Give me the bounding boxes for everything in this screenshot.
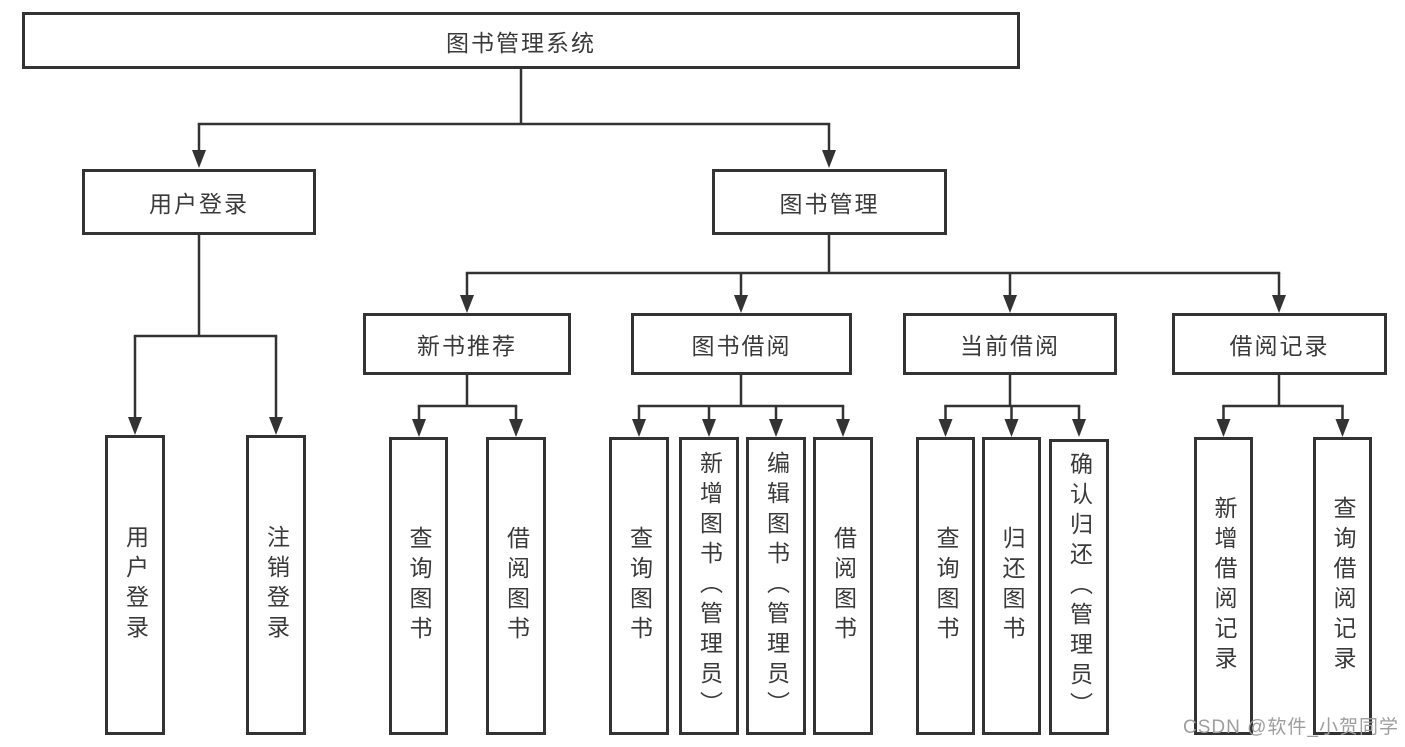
leaf-borrow-books-1: 借阅图书 <box>486 437 546 735</box>
leaf-borrow-books-2: 借阅图书 <box>813 437 873 735</box>
node-library-management-system: 图书管理系统 <box>22 12 1020 69</box>
node-book-borrowing: 图书借阅 <box>631 313 852 375</box>
leaf-return-books: 归还图书 <box>982 437 1041 735</box>
connector-userlogin-to-leaves <box>128 235 283 435</box>
connector-bookborrow-to-leaves <box>632 375 850 437</box>
leaf-logout: 注销登录 <box>246 435 306 735</box>
node-current-borrowing: 当前借阅 <box>903 313 1117 375</box>
connector-bookmgmt-to-level3 <box>460 235 1286 313</box>
node-book-management: 图书管理 <box>712 169 947 235</box>
leaf-query-books-1: 查询图书 <box>389 437 448 735</box>
connector-root-to-level2 <box>192 68 836 168</box>
leaf-query-books-2: 查询图书 <box>609 437 669 735</box>
connector-currentborrow-to-leaves <box>938 375 1086 437</box>
leaf-confirm-return-admin: 确认归还（管理员） <box>1049 439 1109 735</box>
node-borrowing-records: 借阅记录 <box>1172 313 1387 375</box>
leaf-add-borrow-record: 新增借阅记录 <box>1194 437 1253 735</box>
node-new-book-recommendation: 新书推荐 <box>363 313 571 375</box>
connector-borrowrecords-to-leaves <box>1216 375 1350 437</box>
leaf-edit-books-admin: 编辑图书（管理员） <box>746 437 806 735</box>
leaf-query-books-3: 查询图书 <box>916 437 975 735</box>
leaf-user-login: 用户登录 <box>105 435 165 735</box>
node-user-login: 用户登录 <box>82 169 316 235</box>
leaf-add-books-admin: 新增图书（管理员） <box>679 437 739 735</box>
csdn-watermark: CSDN @软件_小贺同学 <box>1183 717 1399 738</box>
leaf-query-borrow-record: 查询借阅记录 <box>1313 437 1372 735</box>
connector-newbookrec-to-leaves <box>412 375 523 437</box>
